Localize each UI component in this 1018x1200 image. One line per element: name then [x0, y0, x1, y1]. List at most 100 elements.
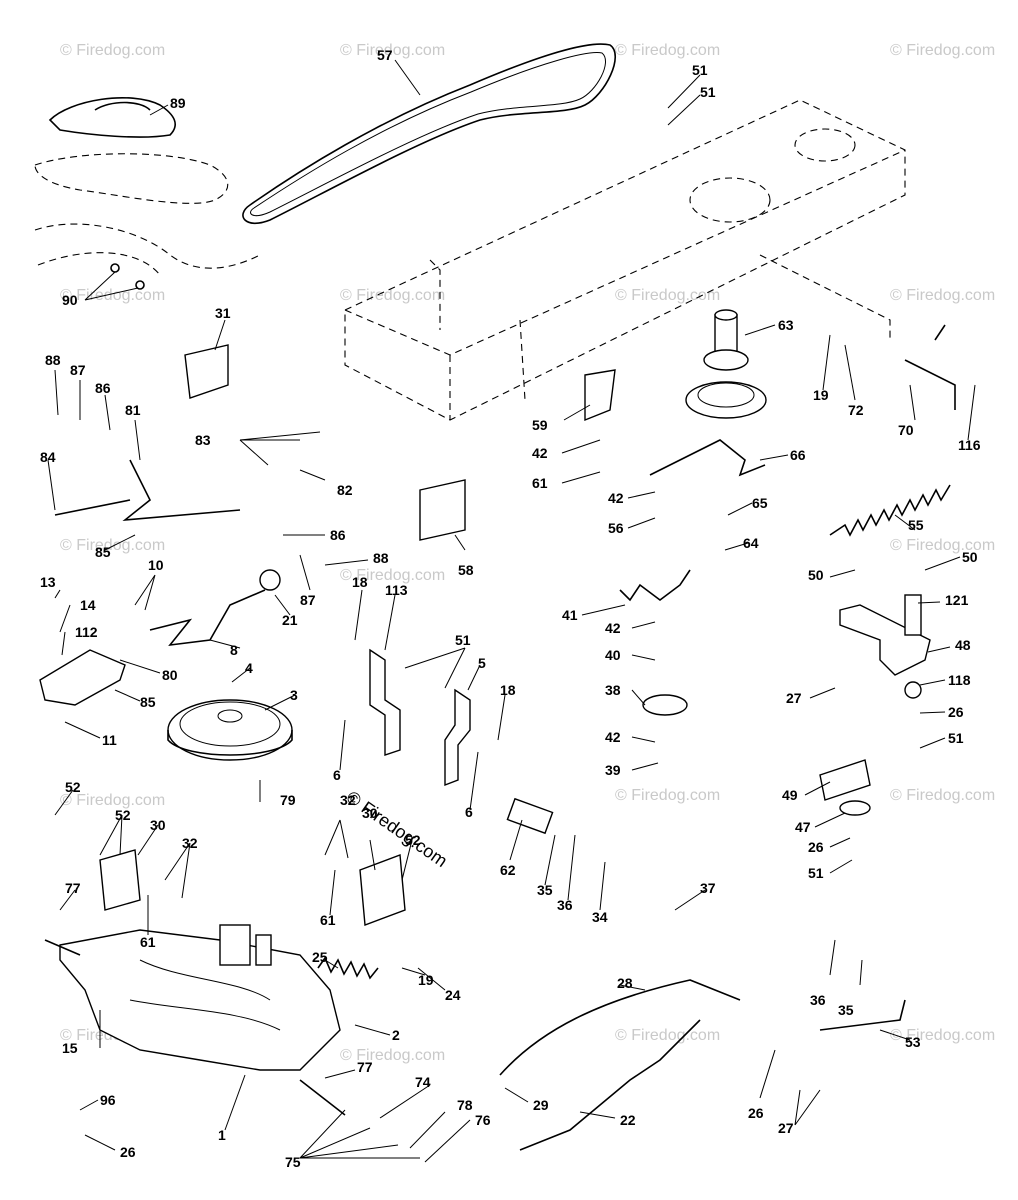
- label-30: 30: [150, 817, 166, 833]
- label-52: 52: [405, 832, 421, 848]
- label-2: 2: [392, 1027, 400, 1043]
- idler-bracket-49: [819, 759, 871, 801]
- label-36: 36: [810, 992, 826, 1008]
- label-90: 90: [62, 292, 78, 308]
- label-64: 64: [743, 535, 759, 551]
- label-4: 4: [245, 660, 253, 676]
- label-24: 24: [445, 987, 461, 1003]
- label-42: 42: [605, 620, 621, 636]
- label-36: 36: [557, 897, 573, 913]
- label-35: 35: [537, 882, 553, 898]
- label-61: 61: [320, 912, 336, 928]
- label-1: 1: [218, 1127, 226, 1143]
- pivot-lever: [122, 459, 241, 522]
- shift-lever: [149, 589, 266, 647]
- label-76: 76: [475, 1112, 491, 1128]
- label-34: 34: [592, 909, 608, 925]
- label-113: 113: [385, 582, 408, 598]
- label-27: 27: [778, 1120, 794, 1136]
- label-31: 31: [215, 305, 231, 321]
- watermark: © Firedog.com: [890, 537, 995, 554]
- label-26: 26: [948, 704, 964, 720]
- label-85: 85: [140, 694, 156, 710]
- label-79: 79: [280, 792, 296, 808]
- label-81: 81: [125, 402, 141, 418]
- label-40: 40: [605, 647, 621, 663]
- label-87: 87: [70, 362, 86, 378]
- label-48: 48: [955, 637, 971, 653]
- label-85: 85: [95, 544, 111, 560]
- label-26: 26: [120, 1144, 136, 1160]
- shift-link-rod: [819, 999, 906, 1031]
- label-42: 42: [608, 490, 624, 506]
- label-47: 47: [795, 819, 811, 835]
- label-52: 52: [65, 779, 81, 795]
- belt-guard-31: [184, 344, 229, 399]
- label-55: 55: [908, 517, 924, 533]
- label-51: 51: [455, 632, 471, 648]
- label-28: 28: [617, 975, 633, 991]
- label-116: 116: [958, 437, 981, 453]
- label-50: 50: [808, 567, 824, 583]
- label-6: 6: [333, 767, 341, 783]
- label-39: 39: [605, 762, 621, 778]
- label-82: 82: [337, 482, 353, 498]
- label-11: 11: [102, 732, 117, 748]
- watermark: © Firedog.com: [615, 42, 720, 59]
- label-80: 80: [162, 667, 178, 683]
- shift-bracket: [39, 649, 126, 706]
- label-58: 58: [458, 562, 474, 578]
- watermark: © Firedog.com: [60, 42, 165, 59]
- label-50: 50: [962, 549, 978, 565]
- idler-pulley-38: [642, 694, 688, 716]
- watermark-layer: © Firedog.com © Firedog.com © Firedog.co…: [60, 42, 995, 1064]
- idler-arm-41: [619, 569, 691, 602]
- label-19: 19: [418, 972, 434, 988]
- label-74: 74: [415, 1074, 431, 1090]
- label-77: 77: [357, 1059, 373, 1075]
- drive-belt-inner: [250, 52, 606, 217]
- label-15: 15: [62, 1040, 78, 1056]
- label-30: 30: [362, 805, 378, 821]
- label-52: 52: [115, 807, 131, 823]
- watermark: © Firedog.com: [615, 787, 720, 804]
- label-37: 37: [700, 880, 716, 896]
- label-32: 32: [182, 835, 198, 851]
- transmission-pulley: [167, 699, 293, 761]
- label-35: 35: [838, 1002, 854, 1018]
- label-77: 77: [65, 880, 81, 896]
- label-21: 21: [282, 612, 298, 628]
- idler-pulley-47: [839, 800, 871, 816]
- label-51: 51: [700, 84, 716, 100]
- label-18: 18: [500, 682, 516, 698]
- label-86: 86: [330, 527, 346, 543]
- label-61: 61: [532, 475, 548, 491]
- shift-knob: [259, 569, 281, 591]
- label-84: 84: [40, 449, 56, 465]
- label-49: 49: [782, 787, 798, 803]
- watermark: © Firedog.com: [340, 567, 445, 584]
- bushing: [506, 797, 554, 835]
- label-22: 22: [620, 1112, 636, 1128]
- label-29: 29: [533, 1097, 549, 1113]
- label-118: 118: [948, 672, 971, 688]
- label-66: 66: [790, 447, 806, 463]
- label-27: 27: [786, 690, 802, 706]
- shift-cover-assembly: [34, 96, 261, 290]
- frame-chassis: [344, 99, 906, 421]
- label-32: 32: [340, 792, 356, 808]
- brake-bracket-70: [904, 324, 956, 410]
- watermark: © Firedog.com: [60, 792, 165, 809]
- label-61: 61: [140, 934, 156, 950]
- label-75: 75: [285, 1154, 301, 1170]
- label-26: 26: [748, 1105, 764, 1121]
- label-51: 51: [948, 730, 964, 746]
- label-86: 86: [95, 380, 111, 396]
- label-88: 88: [373, 550, 389, 566]
- transaxle: [44, 924, 346, 1116]
- watermark: © Firedog.com: [340, 42, 445, 59]
- label-83: 83: [195, 432, 211, 448]
- label-10: 10: [148, 557, 164, 573]
- mounting-bracket-left: [99, 849, 141, 911]
- watermark: © Firedog.com: [890, 42, 995, 59]
